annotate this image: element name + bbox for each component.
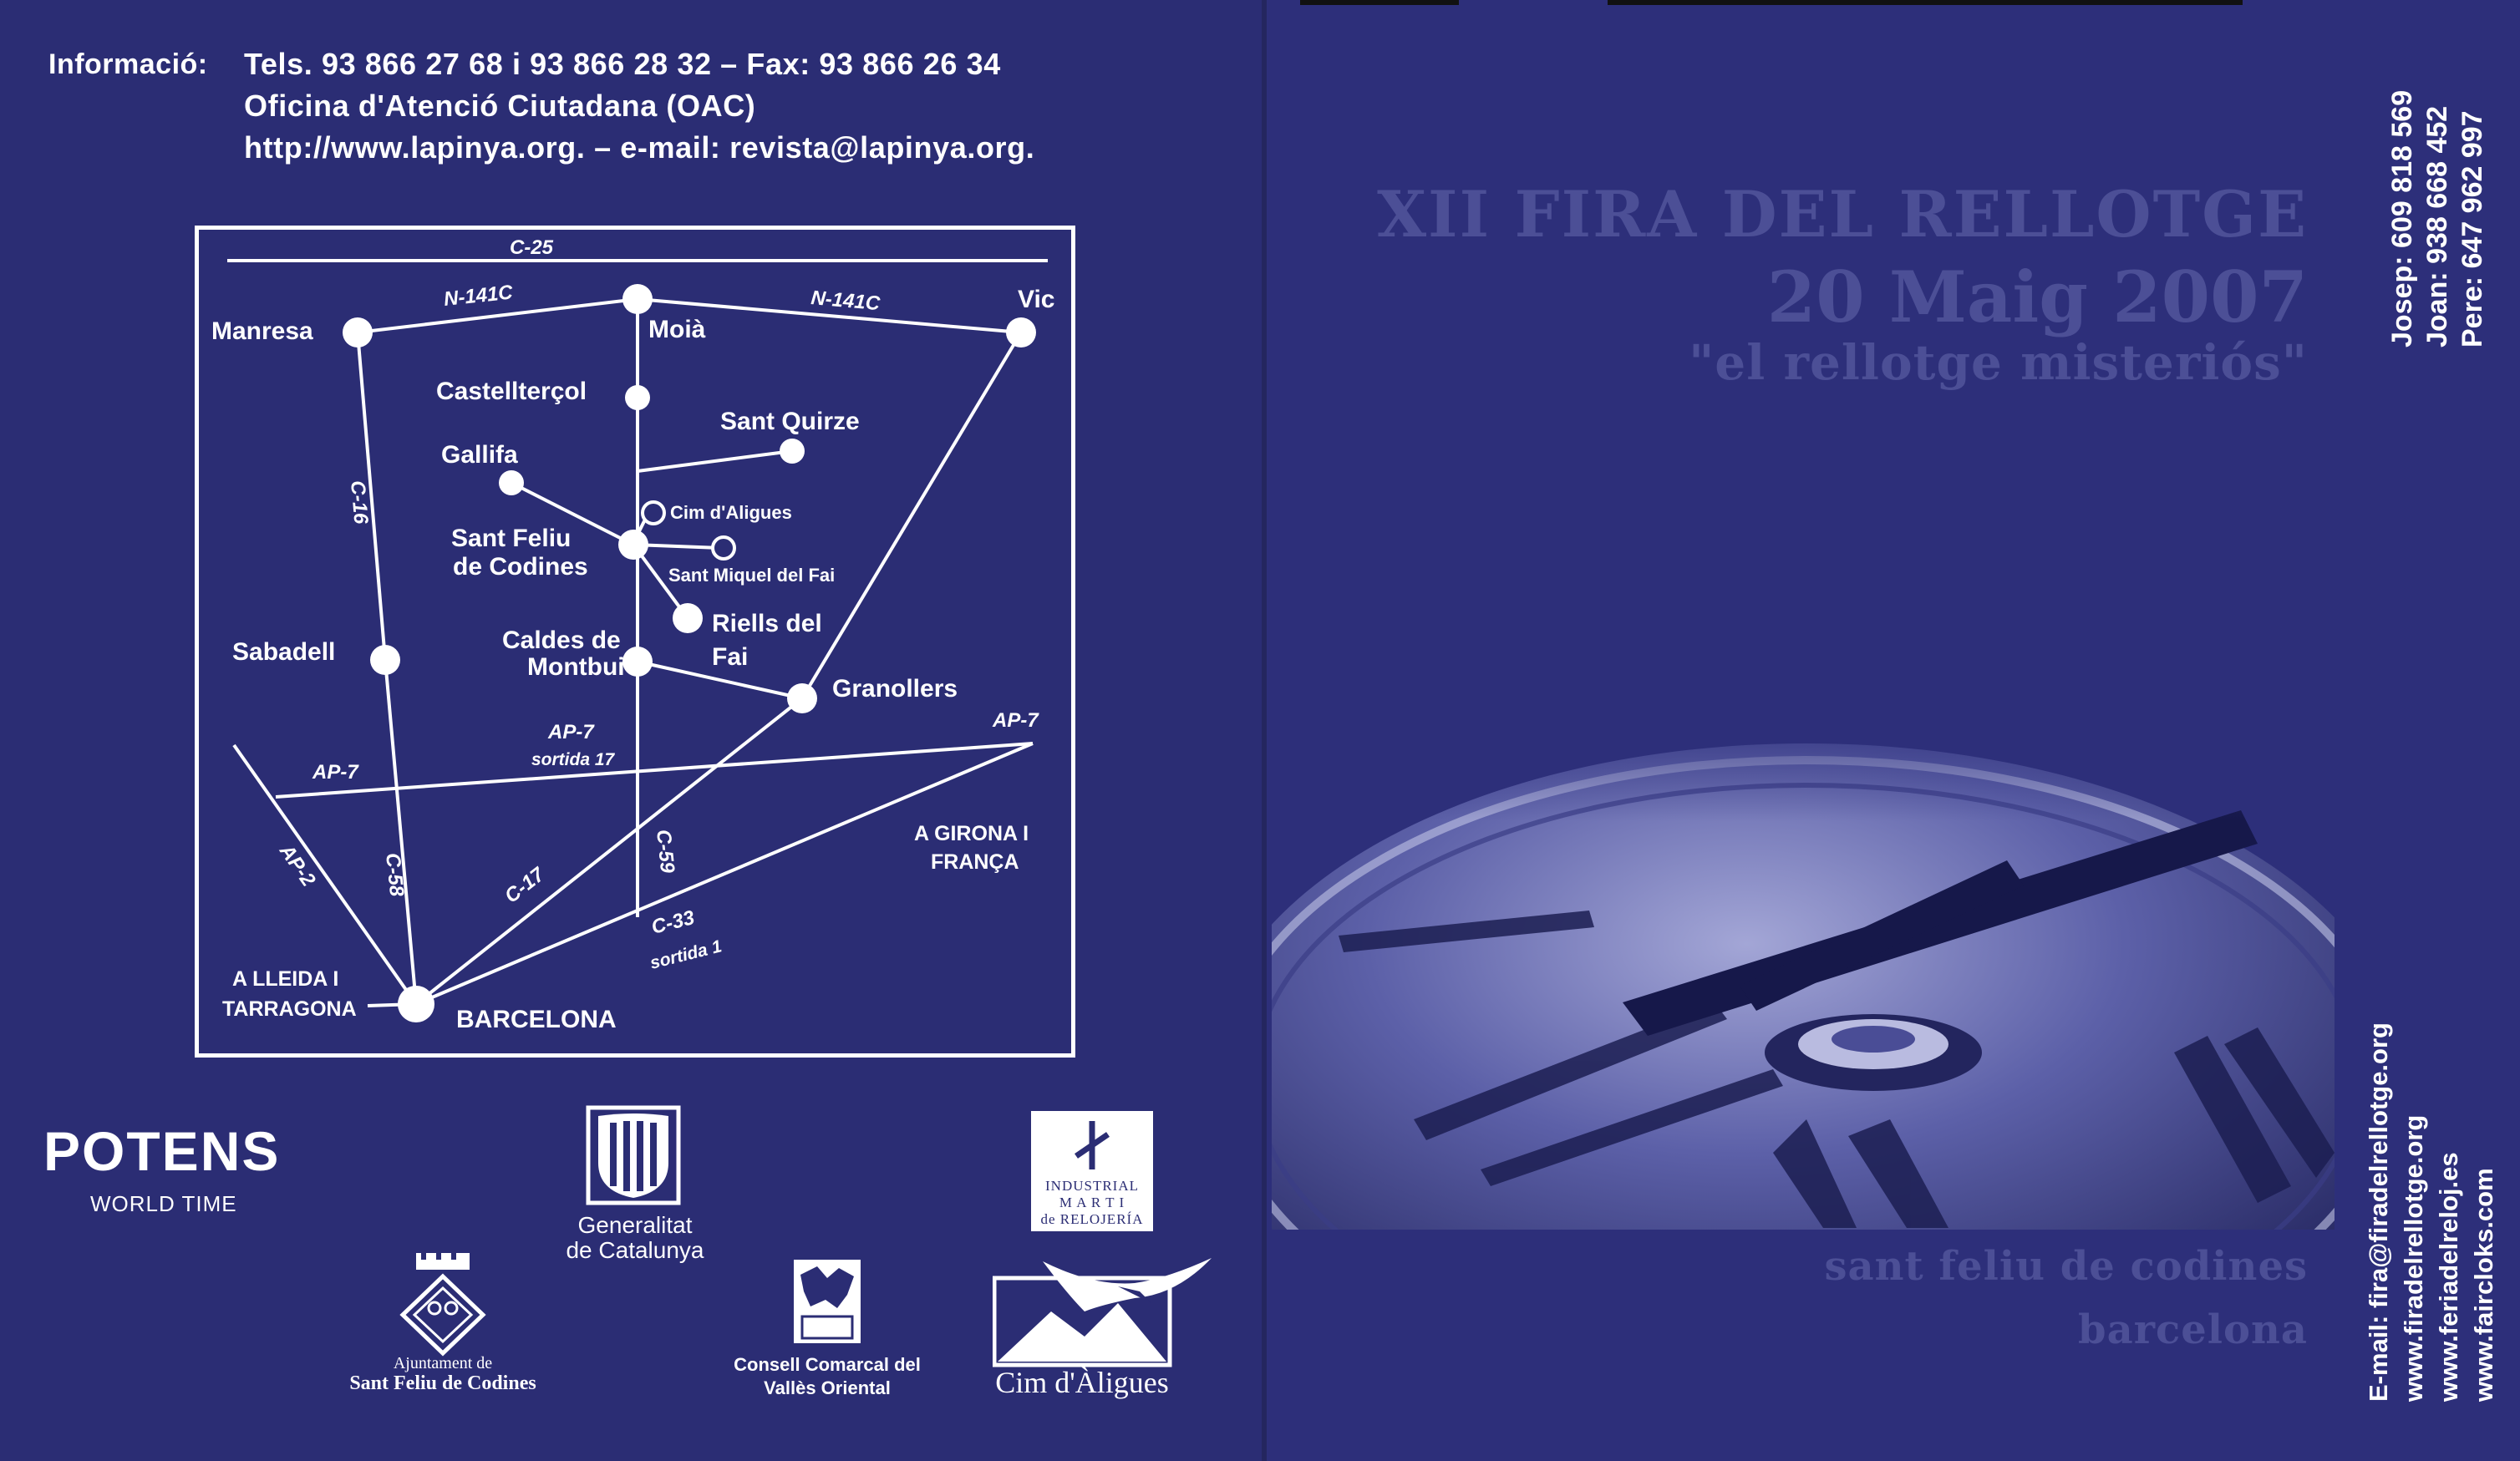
potens-tagline: WORLD TIME	[90, 1191, 237, 1216]
industrial-line-3: de RELOJERÍA	[1040, 1211, 1144, 1227]
province-name: barcelona	[2078, 1306, 2308, 1353]
info-phones: Tels. 93 866 27 68 i 93 866 28 32 – Fax:…	[244, 47, 1001, 81]
eagle-mountain-icon	[993, 1258, 1212, 1367]
cim-daligues-logo: Cim d'Àligues	[995, 1366, 1169, 1399]
info-label: Informació:	[48, 48, 208, 80]
contact-phones: Josep: 609 818 569 Joan: 938 668 452 Per…	[2385, 90, 2490, 347]
fold-line	[1262, 0, 1267, 1461]
contact-web: E-mail: fira@firadelrellotge.org www.fir…	[2361, 1022, 2502, 1402]
town-name: sant feliu de codines	[1824, 1243, 2308, 1290]
generalitat-emblem-icon	[586, 1105, 681, 1205]
fair-subtitle: "el rellotge misteriós"	[1689, 334, 2308, 391]
consell-comarcal-logo: Consell Comarcal del Vallès Oriental	[727, 1353, 927, 1400]
contact-website-2[interactable]: www.feriadelreloj.es	[2434, 1152, 2463, 1402]
consell-line-2: Vallès Oriental	[764, 1377, 891, 1398]
industrial-line-1: INDUSTRIAL	[1045, 1178, 1139, 1194]
ajuntament-logo: Ajuntament de Sant Feliu de Codines	[334, 1353, 551, 1393]
phone-joan: Joan: 938 668 452	[2421, 105, 2453, 347]
generalitat-logo: Generalitat de Catalunya	[543, 1213, 727, 1263]
fair-edition-title: XII FIRA DEL RELLOTGE	[1377, 177, 2308, 251]
contact-email[interactable]: E-mail: fira@firadelrellotge.org	[2364, 1022, 2393, 1402]
top-strip	[1300, 0, 1459, 5]
clock-face-photo	[1272, 685, 2335, 1230]
contact-website-3[interactable]: www.faircloks.com	[2469, 1168, 2498, 1402]
ajuntament-line-1: Ajuntament de	[393, 1354, 493, 1372]
info-office: Oficina d'Atenció Ciutadana (OAC)	[244, 89, 756, 123]
ajuntament-crest-icon	[399, 1253, 486, 1357]
fair-date: 20 Maig 2007	[1766, 256, 2308, 338]
generalitat-line-2: de Catalunya	[566, 1237, 704, 1263]
industrial-marti-logo: INDUSTRIAL M A R T I de RELOJERÍA	[1031, 1111, 1153, 1231]
ajuntament-line-2: Sant Feliu de Codines	[349, 1372, 536, 1394]
consell-line-1: Consell Comarcal del	[734, 1354, 921, 1375]
industrial-line-2: M A R T I	[1059, 1195, 1125, 1210]
clock-face-illustration	[1272, 685, 2335, 1230]
clock-hands-icon	[1075, 1121, 1110, 1169]
phone-pere: Pere: 647 962 997	[2456, 110, 2488, 347]
potens-logo: POTENS	[43, 1120, 281, 1182]
phone-josep: Josep: 609 818 569	[2386, 89, 2418, 347]
top-strip	[1608, 0, 2243, 5]
contact-website-1[interactable]: www.firadelrellotge.org	[2399, 1114, 2428, 1402]
road-map	[195, 226, 1075, 1058]
generalitat-line-1: Generalitat	[577, 1212, 693, 1238]
valles-oriental-logo-icon	[794, 1260, 861, 1343]
info-web-email[interactable]: http://www.lapinya.org. – e-mail: revist…	[244, 130, 1035, 165]
